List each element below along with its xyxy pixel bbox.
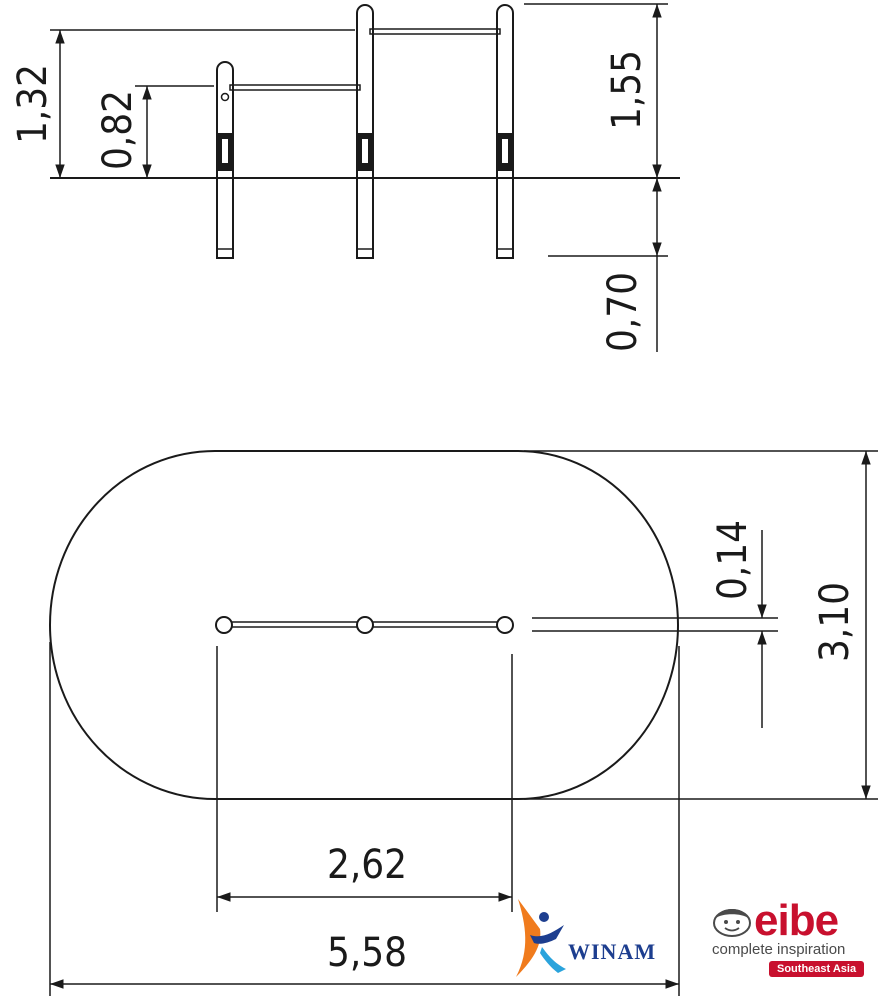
plan-bar-right (370, 621, 500, 628)
right-post (496, 4, 514, 259)
elevation-view: 1,32 0,82 1,55 0,70 (10, 3, 680, 352)
middle-post (356, 4, 374, 259)
winam-figure-icon (516, 899, 566, 977)
eibe-logo: eibe complete inspiration Southeast Asia (706, 896, 876, 980)
plan-post-middle (356, 616, 374, 634)
winam-wordmark: WINAM (568, 939, 657, 964)
plan-post-left (215, 616, 233, 634)
label-5-58: 5,58 (327, 930, 407, 976)
plan-view: 0,14 3,10 2,62 5,58 (49, 450, 878, 996)
safety-zone-outline (49, 450, 679, 800)
plan-post-right (496, 616, 514, 634)
low-bar (229, 84, 361, 91)
eibe-face-icon (713, 909, 751, 937)
winam-logo: WINAM (512, 895, 672, 985)
label-0-70: 0,70 (600, 272, 646, 352)
label-0-82: 0,82 (95, 90, 141, 170)
label-3-10: 3,10 (812, 582, 858, 662)
low-post (216, 61, 234, 259)
label-1-55: 1,55 (604, 50, 650, 130)
high-bar (369, 28, 501, 35)
label-1-32: 1,32 (10, 64, 56, 144)
eibe-region-badge: Southeast Asia (769, 961, 865, 977)
label-2-62: 2,62 (327, 842, 407, 888)
eibe-tagline: complete inspiration (712, 941, 846, 958)
plan-bar-left (228, 621, 360, 628)
eibe-wordmark: eibe (754, 896, 839, 945)
label-0-14: 0,14 (710, 520, 756, 600)
